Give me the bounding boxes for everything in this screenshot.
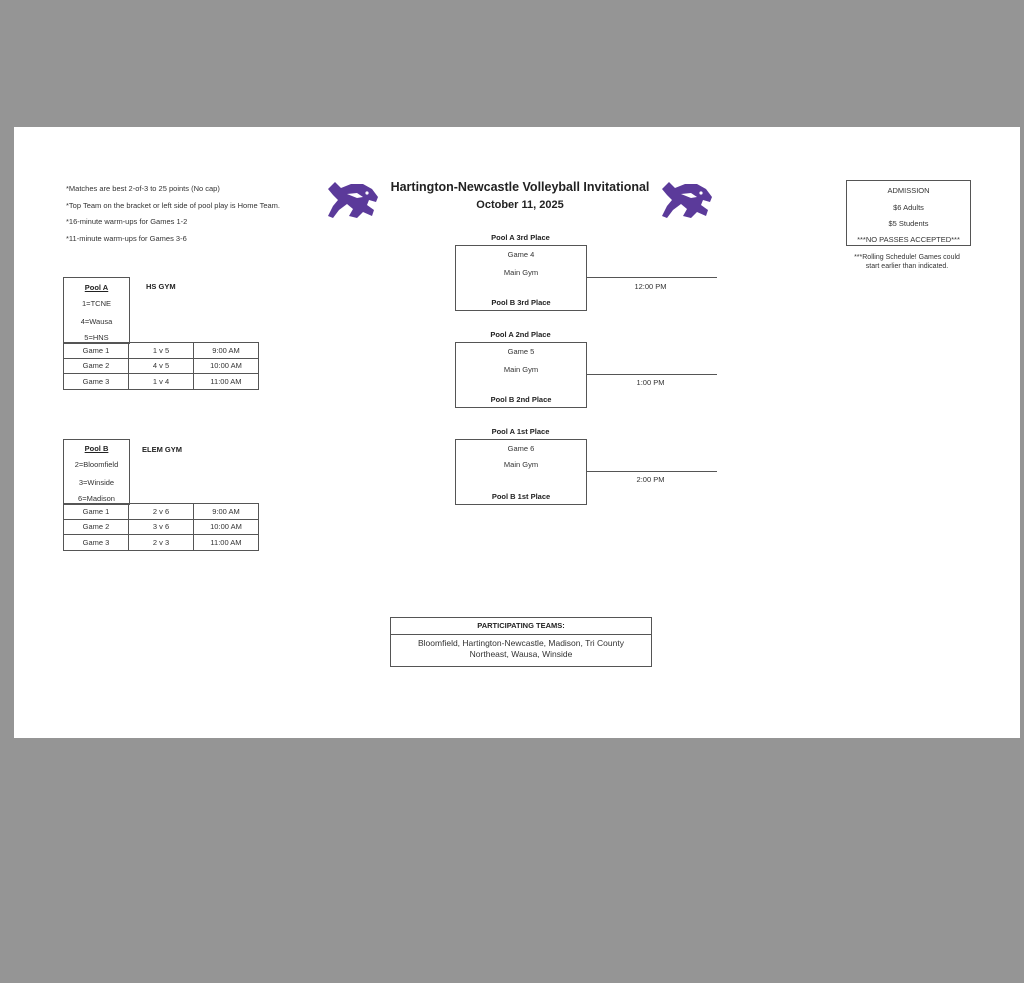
bracket-game6-box: Game 6 Main Gym Pool B 1st Place [455, 439, 587, 505]
match-cell: 2 v 3 [128, 534, 194, 551]
game-cell: Game 1 [63, 342, 129, 359]
bracket-game4-box: Game 4 Main Gym Pool B 3rd Place [455, 245, 587, 311]
note-warmup-3-6: *11-minute warm-ups for Games 3-6 [66, 234, 187, 243]
wildcat-logo-icon [662, 182, 712, 218]
pool-a-title: Pool A [84, 283, 109, 292]
pool-b-team-3: 3=Winside [78, 478, 115, 487]
bracket-game4-label: Game 4 [507, 250, 535, 259]
bracket-game6-time: 2:00 PM [636, 475, 665, 484]
admission-box: ADMISSION $6 Adults $5 Students ***NO PA… [846, 180, 971, 246]
bracket-game5-bottom-seed: Pool B 2nd Place [490, 395, 552, 404]
participating-teams-list: Bloomfield, Hartington-Newcastle, Madiso… [418, 638, 624, 659]
pool-a-team-5: 5=HNS [84, 333, 109, 342]
game-cell: Game 3 [63, 534, 129, 551]
match-cell: 2 v 6 [128, 503, 194, 520]
wildcat-logo-icon [328, 182, 378, 218]
pool-b-gym: ELEM GYM [142, 445, 183, 454]
admission-adults: $6 Adults [893, 203, 924, 212]
match-cell: 1 v 4 [128, 373, 194, 390]
table-row: Game 3 1 v 4 11:00 AM [63, 373, 259, 390]
bracket-game6-bottom-seed: Pool B 1st Place [491, 492, 551, 501]
time-cell: 11:00 AM [193, 373, 259, 390]
time-cell: 10:00 AM [193, 357, 259, 374]
table-row: Game 2 4 v 5 10:00 AM [63, 357, 259, 374]
note-match-format: *Matches are best 2-of-3 to 25 points (N… [66, 184, 220, 193]
game-cell: Game 3 [63, 373, 129, 390]
pool-a-team-4: 4=Wausa [80, 317, 113, 326]
pool-a-schedule: Game 1 1 v 5 9:00 AM Game 2 4 v 5 10:00 … [63, 342, 259, 390]
time-cell: 10:00 AM [193, 518, 259, 535]
bracket-game5-venue: Main Gym [503, 365, 539, 374]
pool-a-gym: HS GYM [146, 282, 176, 291]
pool-a-team-1: 1=TCNE [82, 299, 111, 308]
bracket-game4-bottom-seed: Pool B 3rd Place [491, 298, 551, 307]
time-cell: 9:00 AM [193, 503, 259, 520]
table-row: Game 1 1 v 5 9:00 AM [63, 342, 259, 359]
admission-students: $5 Students [888, 219, 929, 228]
note-home-team: *Top Team on the bracket or left side of… [66, 201, 281, 210]
bracket-game5-label: Game 5 [507, 347, 535, 356]
participating-teams-box: PARTICIPATING TEAMS: Bloomfield, Harting… [390, 617, 652, 667]
rolling-line-2: start earlier than indicated. [865, 263, 949, 270]
bracket-game6-venue: Main Gym [503, 460, 539, 469]
pool-b-team-2: 2=Bloomfield [74, 460, 119, 469]
rolling-line-1: ***Rolling Schedule! Games could [854, 254, 960, 261]
bracket-game4-time: 12:00 PM [634, 282, 667, 291]
match-cell: 4 v 5 [128, 357, 194, 374]
bracket-game6-top-seed: Pool A 1st Place [491, 427, 550, 436]
table-row: Game 1 2 v 6 9:00 AM [63, 503, 259, 520]
note-warmup-1-2: *16-minute warm-ups for Games 1-2 [66, 217, 188, 226]
admission-title: ADMISSION [887, 186, 930, 195]
pool-b-team-6: 6=Madison [78, 494, 115, 503]
admission-no-passes: ***NO PASSES ACCEPTED*** [857, 235, 960, 244]
bracket-game4-line [586, 277, 717, 278]
bracket-game6-label: Game 6 [507, 444, 535, 453]
page-title: Hartington-Newcastle Volleyball Invitati… [390, 180, 650, 194]
match-cell: 1 v 5 [128, 342, 194, 359]
pool-b-title: Pool B [84, 444, 109, 453]
pool-b-teams-box: Pool B 2=Bloomfield 3=Winside 6=Madison [63, 439, 130, 505]
game-cell: Game 2 [63, 357, 129, 374]
bracket-game5-top-seed: Pool A 2nd Place [490, 330, 551, 339]
game-cell: Game 2 [63, 518, 129, 535]
bracket-game5-time: 1:00 PM [636, 378, 665, 387]
document-page: *Matches are best 2-of-3 to 25 points (N… [14, 127, 1020, 738]
participating-teams-title: PARTICIPATING TEAMS: [391, 618, 651, 635]
rolling-schedule-note: ***Rolling Schedule! Games could start e… [842, 253, 972, 271]
game-cell: Game 1 [63, 503, 129, 520]
pool-a-teams-box: Pool A 1=TCNE 4=Wausa 5=HNS [63, 277, 130, 344]
event-date: October 11, 2025 [476, 199, 564, 211]
time-cell: 9:00 AM [193, 342, 259, 359]
bracket-game4-top-seed: Pool A 3rd Place [491, 233, 550, 242]
pool-b-schedule: Game 1 2 v 6 9:00 AM Game 2 3 v 6 10:00 … [63, 503, 259, 551]
bracket-game6-line [586, 471, 717, 472]
table-row: Game 2 3 v 6 10:00 AM [63, 518, 259, 535]
bracket-game5-box: Game 5 Main Gym Pool B 2nd Place [455, 342, 587, 408]
bracket-game5-line [586, 374, 717, 375]
bracket-game4-venue: Main Gym [503, 268, 539, 277]
table-row: Game 3 2 v 3 11:00 AM [63, 534, 259, 551]
match-cell: 3 v 6 [128, 518, 194, 535]
time-cell: 11:00 AM [193, 534, 259, 551]
